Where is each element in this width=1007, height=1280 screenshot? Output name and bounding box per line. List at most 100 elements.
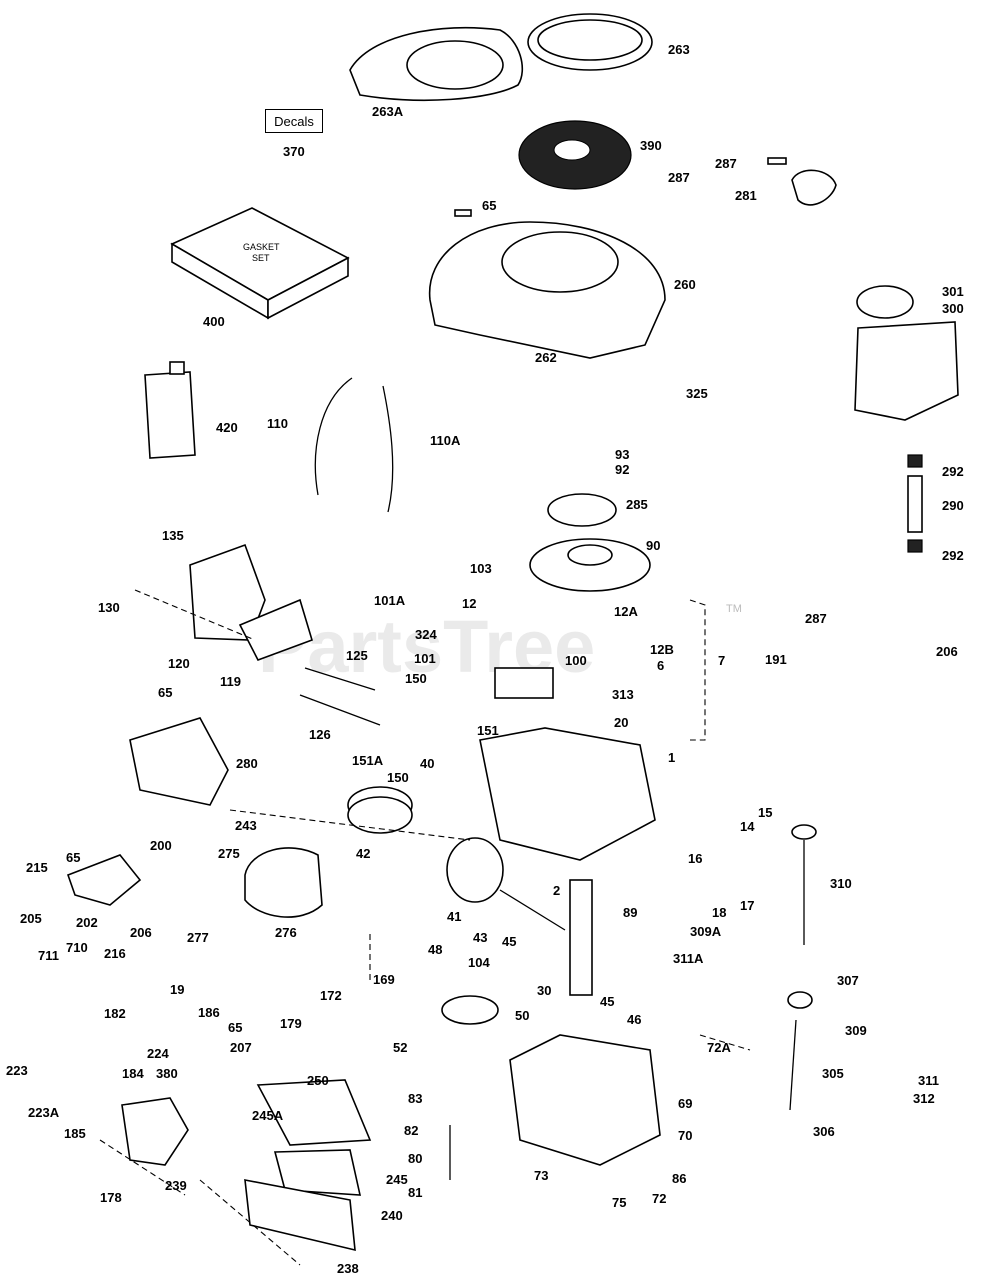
- callout-711: 711: [38, 948, 59, 963]
- callout-14: 14: [740, 819, 755, 834]
- head-gasket-119: [238, 598, 313, 661]
- callout-50: 50: [515, 1008, 529, 1023]
- guide-line-2: [229, 809, 471, 841]
- recoil-starter-390: [518, 120, 632, 190]
- callout-126: 126: [309, 727, 331, 742]
- callout-65: 65: [158, 685, 172, 700]
- filter-245: [273, 1149, 362, 1196]
- callout-311: 311: [918, 1073, 939, 1088]
- blower-housing-260: [428, 221, 666, 359]
- air-cleaner-240: [244, 1179, 356, 1252]
- gasket-set-400: GASKET SET: [170, 207, 350, 320]
- guide-line-7: [689, 599, 706, 741]
- callout-280: 280: [236, 756, 258, 771]
- callout-151: 151: [477, 723, 499, 738]
- callout-292: 292: [942, 548, 964, 563]
- gasket-label-line2: SET: [252, 253, 270, 263]
- callout-75: 75: [612, 1195, 626, 1210]
- callout-6: 6: [657, 658, 664, 673]
- callout-324: 324: [415, 627, 437, 642]
- callout-104: 104: [468, 955, 490, 970]
- callout-69: 69: [678, 1096, 692, 1111]
- callout-185: 185: [64, 1126, 86, 1141]
- callout-46: 46: [627, 1012, 641, 1027]
- valves-125-126: [299, 667, 381, 726]
- oil-bottle-420: [144, 361, 196, 459]
- callout-101: 101: [414, 651, 436, 666]
- callout-186: 186: [198, 1005, 220, 1020]
- callout-260: 260: [674, 277, 696, 292]
- callout-287: 287: [715, 156, 737, 171]
- oil-fill-tube-305: [787, 991, 813, 1111]
- callout-710: 710: [66, 940, 88, 955]
- carburetor-380: [121, 1097, 189, 1166]
- callout-15: 15: [758, 805, 772, 820]
- guide-line-1: [134, 589, 256, 641]
- callout-103: 103: [470, 561, 492, 576]
- callout-400: 400: [203, 314, 225, 329]
- bolt-65-top: [454, 209, 472, 217]
- callout-12a: 12A: [614, 604, 638, 619]
- callout-90: 90: [646, 538, 660, 553]
- callout-151a: 151A: [352, 753, 384, 768]
- callout-83: 83: [408, 1091, 422, 1106]
- callout-72: 72: [652, 1191, 666, 1206]
- callout-73: 73: [534, 1168, 548, 1183]
- callout-207: 207: [230, 1040, 252, 1055]
- callout-81: 81: [408, 1185, 422, 1200]
- callout-250: 250: [307, 1073, 329, 1088]
- callout-292: 292: [942, 464, 964, 479]
- callout-150: 150: [387, 770, 409, 785]
- callout-313: 313: [612, 687, 634, 702]
- callout-110: 110: [267, 416, 288, 431]
- callout-275: 275: [218, 846, 240, 861]
- callout-17: 17: [740, 898, 754, 913]
- callout-7: 7: [718, 653, 725, 668]
- callout-89: 89: [623, 905, 637, 920]
- cover-281: [791, 169, 837, 206]
- callout-206: 206: [130, 925, 152, 940]
- callout-65: 65: [482, 198, 496, 213]
- callout-309: 309: [845, 1023, 867, 1038]
- decals-box: Decals: [265, 109, 323, 133]
- callout-135: 135: [162, 528, 184, 543]
- callout-290: 290: [942, 498, 964, 513]
- connecting-rod-45: [499, 889, 566, 931]
- callout-223a: 223A: [28, 1105, 60, 1120]
- callout-52: 52: [393, 1040, 407, 1055]
- callout-277: 277: [187, 930, 209, 945]
- callout-205: 205: [20, 911, 42, 926]
- callout-12b: 12B: [650, 642, 674, 657]
- callout-65: 65: [66, 850, 80, 865]
- callout-309a: 309A: [690, 924, 722, 939]
- piston-rings-42: [347, 786, 413, 834]
- callout-276: 276: [275, 925, 297, 940]
- flywheel-90: [529, 538, 651, 592]
- callout-16: 16: [688, 851, 702, 866]
- callout-169: 169: [373, 972, 395, 987]
- callout-305: 305: [822, 1066, 844, 1081]
- callout-100: 100: [565, 653, 587, 668]
- gasket-label-line1: GASKET: [243, 242, 280, 252]
- callout-263a: 263A: [372, 104, 404, 119]
- callout-184: 184: [122, 1066, 144, 1081]
- callout-130: 130: [98, 600, 120, 615]
- fan-285: [547, 493, 617, 527]
- callout-240: 240: [381, 1208, 403, 1223]
- callout-19: 19: [170, 982, 184, 997]
- callout-306: 306: [813, 1124, 835, 1139]
- air-cleaner-base-280: [129, 717, 229, 806]
- guide-line-5: [99, 1139, 186, 1196]
- callout-80: 80: [408, 1151, 422, 1166]
- callout-12: 12: [462, 596, 476, 611]
- callout-82: 82: [404, 1123, 418, 1138]
- callout-281: 281: [735, 188, 757, 203]
- callout-86: 86: [672, 1171, 686, 1186]
- callout-42: 42: [356, 846, 370, 861]
- callout-93: 93: [615, 447, 629, 462]
- callout-380: 380: [156, 1066, 178, 1081]
- callout-191: 191: [765, 652, 787, 667]
- callout-287: 287: [668, 170, 690, 185]
